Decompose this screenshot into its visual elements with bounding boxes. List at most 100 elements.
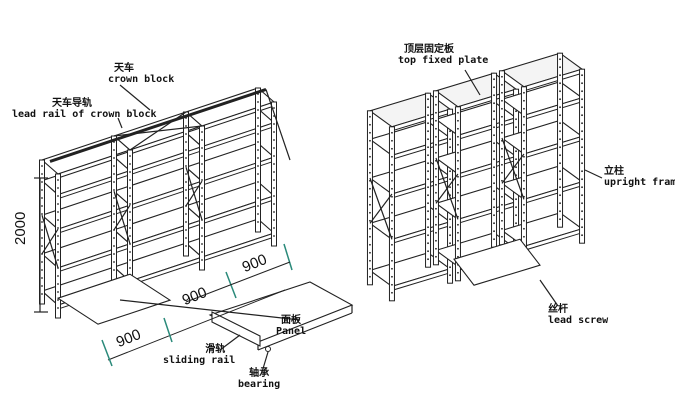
right-rack-upright-hole <box>449 130 451 133</box>
right-rack-upright-hole <box>523 115 525 118</box>
left-rack-upright-hole <box>113 181 115 183</box>
left-rack-upright-hole <box>57 275 59 277</box>
right-rack-upright-hole <box>501 179 503 182</box>
top-plate-label: 顶层固定板 top fixed plate <box>398 44 489 66</box>
right-rack-upright-hole <box>369 235 371 238</box>
left-rack-upright-hole <box>257 133 259 135</box>
width-dim-line <box>185 261 291 303</box>
left-rack-upright-hole <box>129 195 131 197</box>
right-rack-upright-hole <box>391 195 393 198</box>
right-rack-upright-hole <box>523 179 525 182</box>
right-rack-upright-hole <box>493 86 495 89</box>
left-rack-upright-hole <box>185 181 187 183</box>
right-rack-upright-hole <box>449 274 451 277</box>
left-rack-upright <box>271 101 277 247</box>
right-rack-upright-hole <box>559 130 561 133</box>
right-rack-upright-hole <box>391 259 393 262</box>
left-rack-upright-hole <box>57 291 59 293</box>
right-rack-upright-hole <box>391 163 393 166</box>
right-rack-upright-hole <box>427 122 429 125</box>
right-rack-upright-hole <box>581 90 583 93</box>
left-rack-upright-hole <box>129 155 131 157</box>
left-rack-upright-hole <box>201 235 203 237</box>
right-rack-upright <box>432 90 439 266</box>
right-pulled-drawer <box>453 238 541 286</box>
right-rack-upright-hole <box>559 218 561 221</box>
right-rack-upright-hole <box>559 114 561 117</box>
right-rack-upright-hole <box>523 107 525 110</box>
width-dim-line <box>107 289 286 361</box>
left-rack-upright-hole <box>257 157 259 159</box>
right-rack-upright-hole <box>493 78 495 81</box>
right-rack-upright-hole <box>457 239 459 242</box>
left-rack-upright-hole <box>41 261 43 263</box>
left-rack-upright-hole <box>201 227 203 229</box>
right-rack-upright-hole <box>501 147 503 150</box>
right-rack-upright-hole <box>435 239 437 242</box>
right-rack-upright-hole <box>369 211 371 214</box>
right-rack-upright-hole <box>391 251 393 254</box>
left-rack-upright-hole <box>257 117 259 119</box>
right-rack-side-brace <box>435 173 459 204</box>
upright-leader <box>584 169 603 179</box>
left-rack-upright-hole <box>57 243 59 245</box>
left-rack-upright-hole <box>41 229 43 231</box>
left-rack-upright-hole <box>57 259 59 261</box>
width-dim-tick <box>101 339 113 367</box>
right-rack-upright-hole <box>435 255 437 258</box>
height-dimension: 2000 <box>12 211 29 245</box>
crown-block-leader <box>119 84 151 111</box>
right-rack-upright-hole <box>449 266 451 269</box>
right-rack-upright-hole <box>523 227 525 230</box>
right-rack-upright-hole <box>559 186 561 189</box>
right-rack-upright-hole <box>391 283 393 286</box>
right-rack-upright-hole <box>493 230 495 233</box>
right-rack-upright-hole <box>369 275 371 278</box>
right-rack-upright-hole <box>457 151 459 154</box>
panel-label: 面板 Panel <box>276 315 307 337</box>
right-rack-upright-hole <box>435 167 437 170</box>
right-rack-upright-hole <box>435 135 437 138</box>
left-rack-upright-hole <box>41 285 43 287</box>
right-rack-upright-hole <box>581 234 583 237</box>
left-rack-upright-hole <box>129 251 131 253</box>
right-rack-upright-hole <box>581 74 583 77</box>
right-rack-upright-hole <box>427 242 429 245</box>
right-rack-upright-hole <box>427 146 429 149</box>
right-rack-upright-hole <box>581 186 583 189</box>
right-rack-upright-hole <box>391 275 393 278</box>
right-rack-upright-hole <box>457 159 459 162</box>
right-rack-upright-hole <box>559 82 561 85</box>
left-rack-upright-hole <box>201 211 203 213</box>
right-rack-upright-hole <box>581 162 583 165</box>
right-rack-upright-hole <box>457 135 459 138</box>
right-rack-upright-hole <box>559 170 561 173</box>
right-rack-upright-hole <box>391 139 393 142</box>
right-rack-upright-hole <box>427 258 429 261</box>
left-rack-upright-hole <box>57 283 59 285</box>
right-rack-upright-hole <box>501 187 503 190</box>
right-rack-upright-hole <box>501 91 503 94</box>
right-rack-upright-hole <box>391 179 393 182</box>
left-rack-upright-hole <box>129 267 131 269</box>
left-rack-upright-hole <box>113 165 115 167</box>
right-rack-upright-hole <box>435 231 437 234</box>
right-rack-upright-hole <box>559 66 561 69</box>
right-rack-upright-hole <box>369 187 371 190</box>
right-rack-upright-hole <box>501 163 503 166</box>
left-rack-upright-hole <box>257 197 259 199</box>
right-rack-upright-hole <box>515 166 517 169</box>
left-rack-upright-hole <box>113 197 115 199</box>
right-rack-upright-hole <box>391 147 393 150</box>
left-rack-upright-hole <box>129 235 131 237</box>
left-rack-upright-hole <box>41 205 43 207</box>
left-rack-upright-hole <box>201 251 203 253</box>
right-rack-upright-hole <box>501 123 503 126</box>
left-rack-upright-hole <box>185 189 187 191</box>
left-rack-upright-hole <box>185 133 187 135</box>
right-rack-upright-hole <box>523 171 525 174</box>
right-rack-upright <box>366 110 373 286</box>
right-rack-upright <box>388 126 395 302</box>
right-rack-upright-hole <box>581 226 583 229</box>
right-rack-upright-hole <box>391 219 393 222</box>
